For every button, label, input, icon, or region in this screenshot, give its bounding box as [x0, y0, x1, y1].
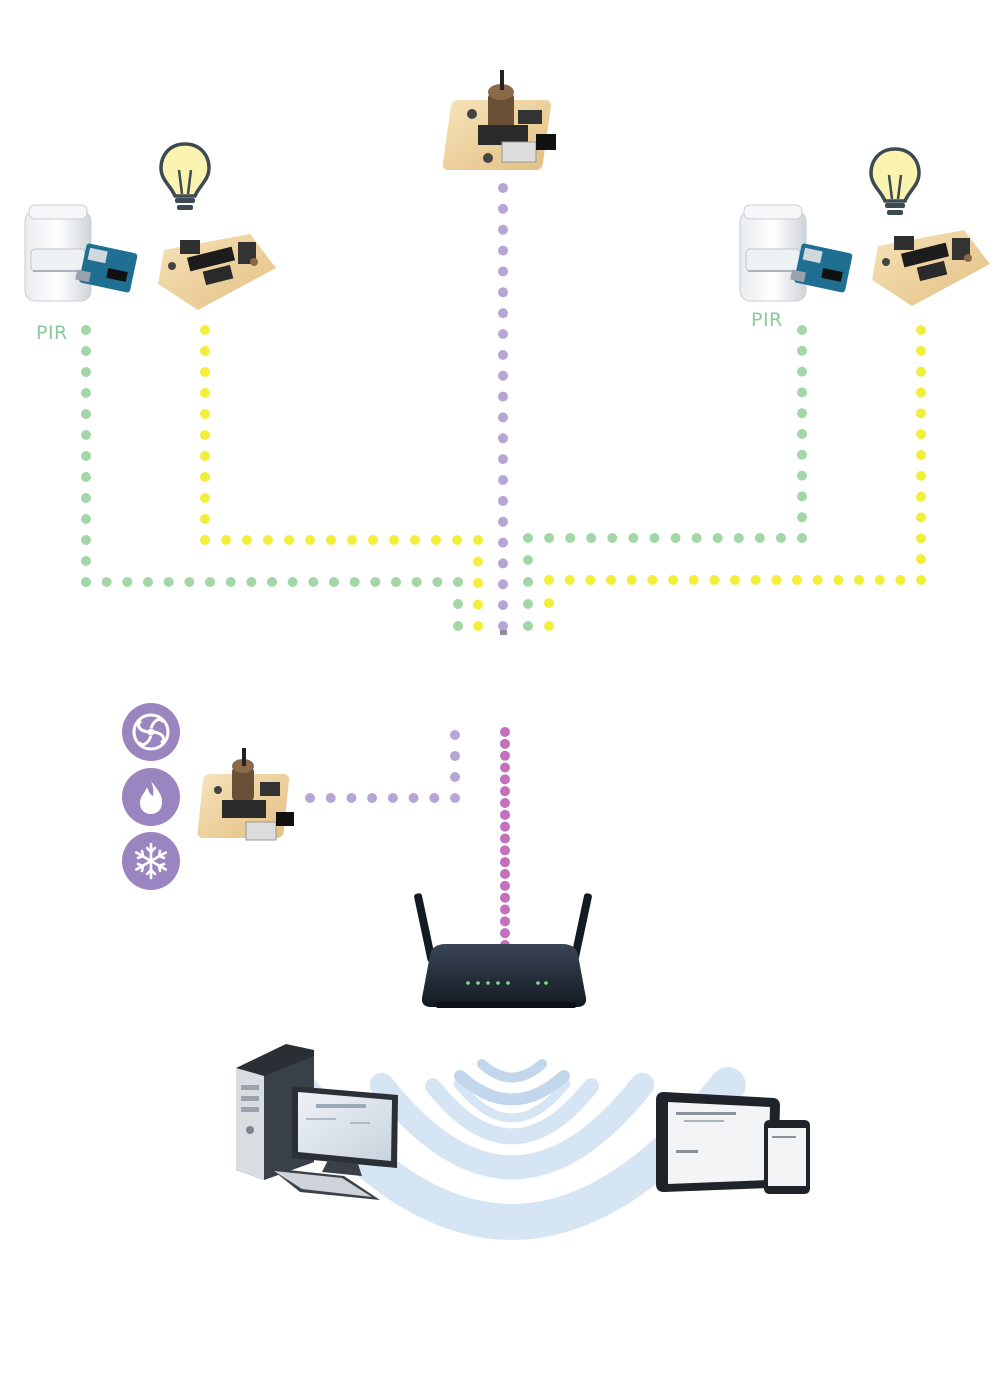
- wire-hvac: [305, 730, 460, 803]
- wire-light-left: [200, 325, 483, 631]
- wire-pir-left: [81, 325, 463, 631]
- pir-label-left: PIR: [36, 322, 68, 344]
- hvac-badges: [122, 703, 180, 890]
- wifi-arc: [453, 1079, 571, 1123]
- tablet-icon: [656, 1092, 810, 1194]
- wire-central: [498, 183, 508, 631]
- wifi-arc: [454, 1070, 570, 1106]
- flame-icon: [122, 768, 180, 826]
- wifi-arc: [369, 1072, 655, 1180]
- junction-marker: [500, 630, 507, 635]
- pir-sensor-right: [739, 204, 853, 302]
- light-bulb-icon: [159, 142, 211, 210]
- wire-router: [500, 727, 510, 950]
- pir-label-right: PIR: [751, 309, 783, 331]
- snowflake-icon: [122, 832, 180, 890]
- wifi-arc: [477, 1059, 547, 1083]
- pir-sensor-left: [24, 204, 138, 302]
- central-controller-board: [442, 70, 556, 170]
- fan-icon: [122, 703, 180, 761]
- wire-pir-right: [523, 325, 807, 631]
- hvac-controller: [197, 748, 294, 841]
- light-bulb-icon: [869, 147, 921, 215]
- wire-light-right: [544, 325, 926, 631]
- wiring-layer: [81, 183, 926, 950]
- desktop-icon: [236, 1044, 398, 1200]
- wifi-arc: [424, 1078, 600, 1145]
- router-icon: [414, 893, 592, 1008]
- light-controller-left: [158, 234, 276, 310]
- light-controller-right: [872, 230, 990, 306]
